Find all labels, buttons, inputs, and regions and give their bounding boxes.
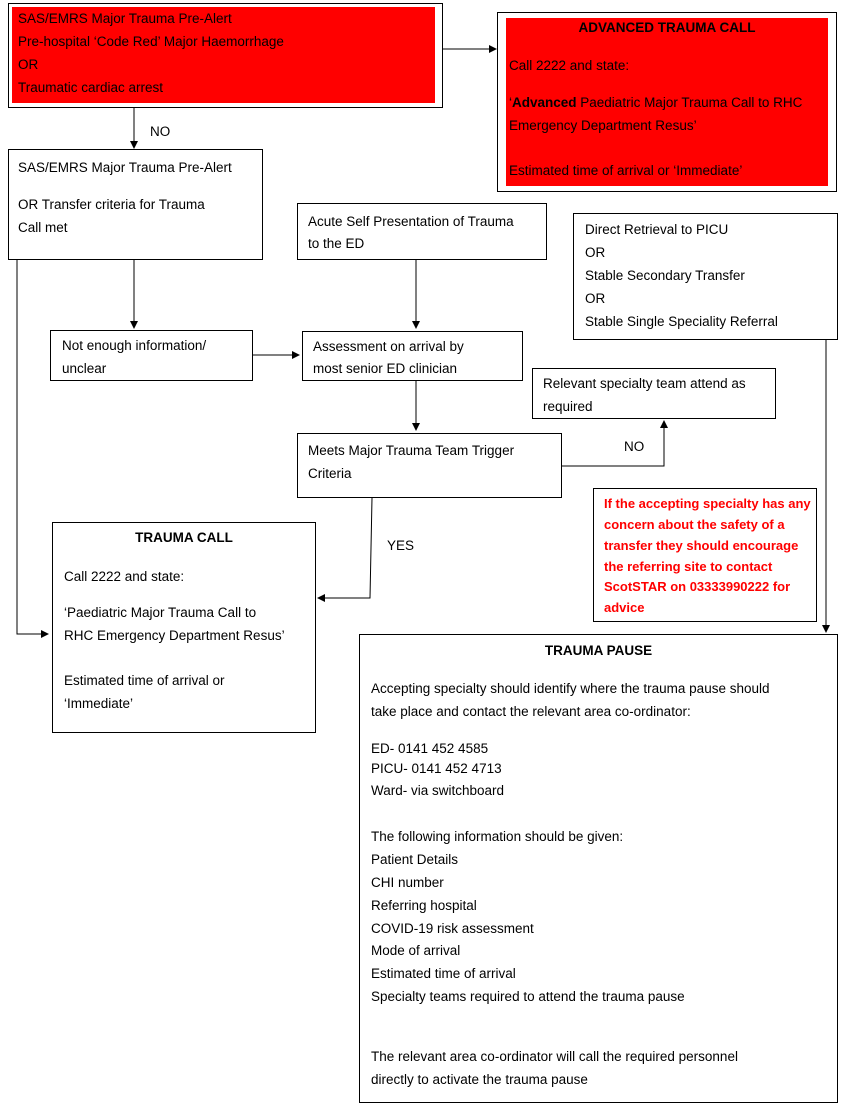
prealert-critical-box: SAS/EMRS Major Trauma Pre-Alert Pre-hosp… <box>8 3 443 108</box>
prealert-critical-line-4: Traumatic cardiac arrest <box>18 80 164 95</box>
safety-concern-line-1: If the accepting specialty has any <box>604 496 811 511</box>
advanced-call-instruction: Call 2222 and state: <box>509 58 630 73</box>
trigger-criteria-line-2: Criteria <box>308 466 352 481</box>
specialty-team-line-2: required <box>543 399 593 414</box>
assessment-box: Assessment on arrival by most senior ED … <box>302 331 523 381</box>
info-item: Referring hospital <box>371 898 477 913</box>
info-item: Specialty teams required to attend the t… <box>371 989 685 1004</box>
arrow-prealert-to-traumacall <box>16 260 49 638</box>
safety-concern-box: If the accepting specialty has any conce… <box>593 488 817 622</box>
prealert-critical-line-3: OR <box>18 57 39 72</box>
contact-picu: PICU- 0141 452 4713 <box>371 761 502 776</box>
trauma-call-eta-line-2: ‘Immediate’ <box>64 696 134 711</box>
trauma-pause-box: TRAUMA PAUSE Accepting specialty should … <box>359 634 838 1103</box>
arrow-criteria-yes-to-traumacall <box>317 497 373 602</box>
prealert-critical-line-1: SAS/EMRS Major Trauma Pre-Alert <box>18 11 232 26</box>
advanced-trauma-call-title: ADVANCED TRAUMA CALL <box>578 20 756 35</box>
info-item: Estimated time of arrival <box>371 966 516 981</box>
prealert-line-3: Call met <box>18 220 68 235</box>
trauma-pause-intro-line-2: take place and contact the relevant area… <box>371 704 691 719</box>
trauma-call-eta-line-1: Estimated time of arrival or <box>64 673 225 688</box>
direct-retrieval-line-5: Stable Single Speciality Referral <box>585 314 778 329</box>
specialty-team-line-1: Relevant specialty team attend as <box>543 376 746 391</box>
arrow-criteria-no-to-specialty <box>562 420 668 467</box>
prealert-line-1: SAS/EMRS Major Trauma Pre-Alert <box>18 160 232 175</box>
trauma-call-quote-line-1: ‘Paediatric Major Trauma Call to <box>64 605 257 620</box>
trigger-criteria-box: Meets Major Trauma Team Trigger Criteria <box>297 433 562 498</box>
safety-concern-line-5: ScotSTAR on 03333990222 for <box>604 579 791 594</box>
info-item: COVID-19 risk assessment <box>371 921 534 936</box>
safety-concern-line-6: advice <box>604 600 645 615</box>
advanced-trauma-call-fill <box>506 18 828 186</box>
contact-ed: ED- 0141 452 4585 <box>371 741 489 756</box>
label-yes-criteria: YES <box>387 538 415 553</box>
self-presentation-box: Acute Self Presentation of Trauma to the… <box>297 203 547 260</box>
trauma-pause-title: TRAUMA PAUSE <box>544 643 653 658</box>
prealert-line-2: OR Transfer criteria for Trauma <box>18 197 205 212</box>
info-heading: The following information should be give… <box>371 829 624 844</box>
assessment-line-2: most senior ED clinician <box>313 361 458 376</box>
prealert-critical-fill <box>12 7 435 103</box>
advanced-trauma-call-box: ADVANCED TRAUMA CALL Call 2222 and state… <box>497 12 837 192</box>
trauma-pause-closing-line-2: directly to activate the trauma pause <box>371 1072 588 1087</box>
info-item: Mode of arrival <box>371 943 461 958</box>
direct-retrieval-line-4: OR <box>585 291 606 306</box>
safety-concern-line-3: transfer they should encourage <box>604 538 799 553</box>
not-enough-line-2: unclear <box>62 361 107 376</box>
prealert-critical-line-2: Pre-hospital ‘Code Red’ Major Haemorrhag… <box>18 34 284 49</box>
direct-retrieval-line-1: Direct Retrieval to PICU <box>585 222 729 237</box>
trauma-call-box: TRAUMA CALL Call 2222 and state: ‘Paedia… <box>52 522 316 733</box>
self-presentation-line-1: Acute Self Presentation of Trauma <box>308 214 514 229</box>
prealert-box: SAS/EMRS Major Trauma Pre-Alert OR Trans… <box>8 149 263 260</box>
trauma-pause-closing-line-1: The relevant area co-ordinator will call… <box>371 1049 738 1064</box>
self-presentation-line-2: to the ED <box>308 236 365 251</box>
trauma-call-title: TRAUMA CALL <box>135 530 233 545</box>
label-no-criteria: NO <box>624 439 645 454</box>
advanced-call-quote-line-2: Emergency Department Resus’ <box>509 118 697 133</box>
trauma-pause-intro-line-1: Accepting specialty should identify wher… <box>371 681 770 696</box>
assessment-line-1: Assessment on arrival by <box>313 339 464 354</box>
direct-retrieval-box: Direct Retrieval to PICU OR Stable Secon… <box>573 213 838 340</box>
advanced-call-quote-line-1: ‘Advanced Paediatric Major Trauma Call t… <box>509 95 803 110</box>
info-item: Patient Details <box>371 852 459 867</box>
specialty-team-box: Relevant specialty team attend as requir… <box>532 368 776 419</box>
contact-ward: Ward- via switchboard <box>371 783 505 798</box>
trigger-criteria-line-1: Meets Major Trauma Team Trigger <box>308 443 515 458</box>
safety-concern-line-2: concern about the safety of a <box>604 517 785 532</box>
advanced-call-eta: Estimated time of arrival or ‘Immediate’ <box>509 163 743 178</box>
info-item: CHI number <box>371 875 444 890</box>
trauma-call-quote-line-2: RHC Emergency Department Resus’ <box>64 628 285 643</box>
direct-retrieval-line-2: OR <box>585 245 606 260</box>
not-enough-line-1: Not enough information/ <box>62 338 207 353</box>
label-no-prealert: NO <box>150 124 171 139</box>
safety-concern-line-4: the referring site to contact <box>604 559 773 574</box>
direct-retrieval-line-3: Stable Secondary Transfer <box>585 268 745 283</box>
not-enough-info-box: Not enough information/ unclear <box>50 330 253 381</box>
trauma-call-instruction: Call 2222 and state: <box>64 569 185 584</box>
